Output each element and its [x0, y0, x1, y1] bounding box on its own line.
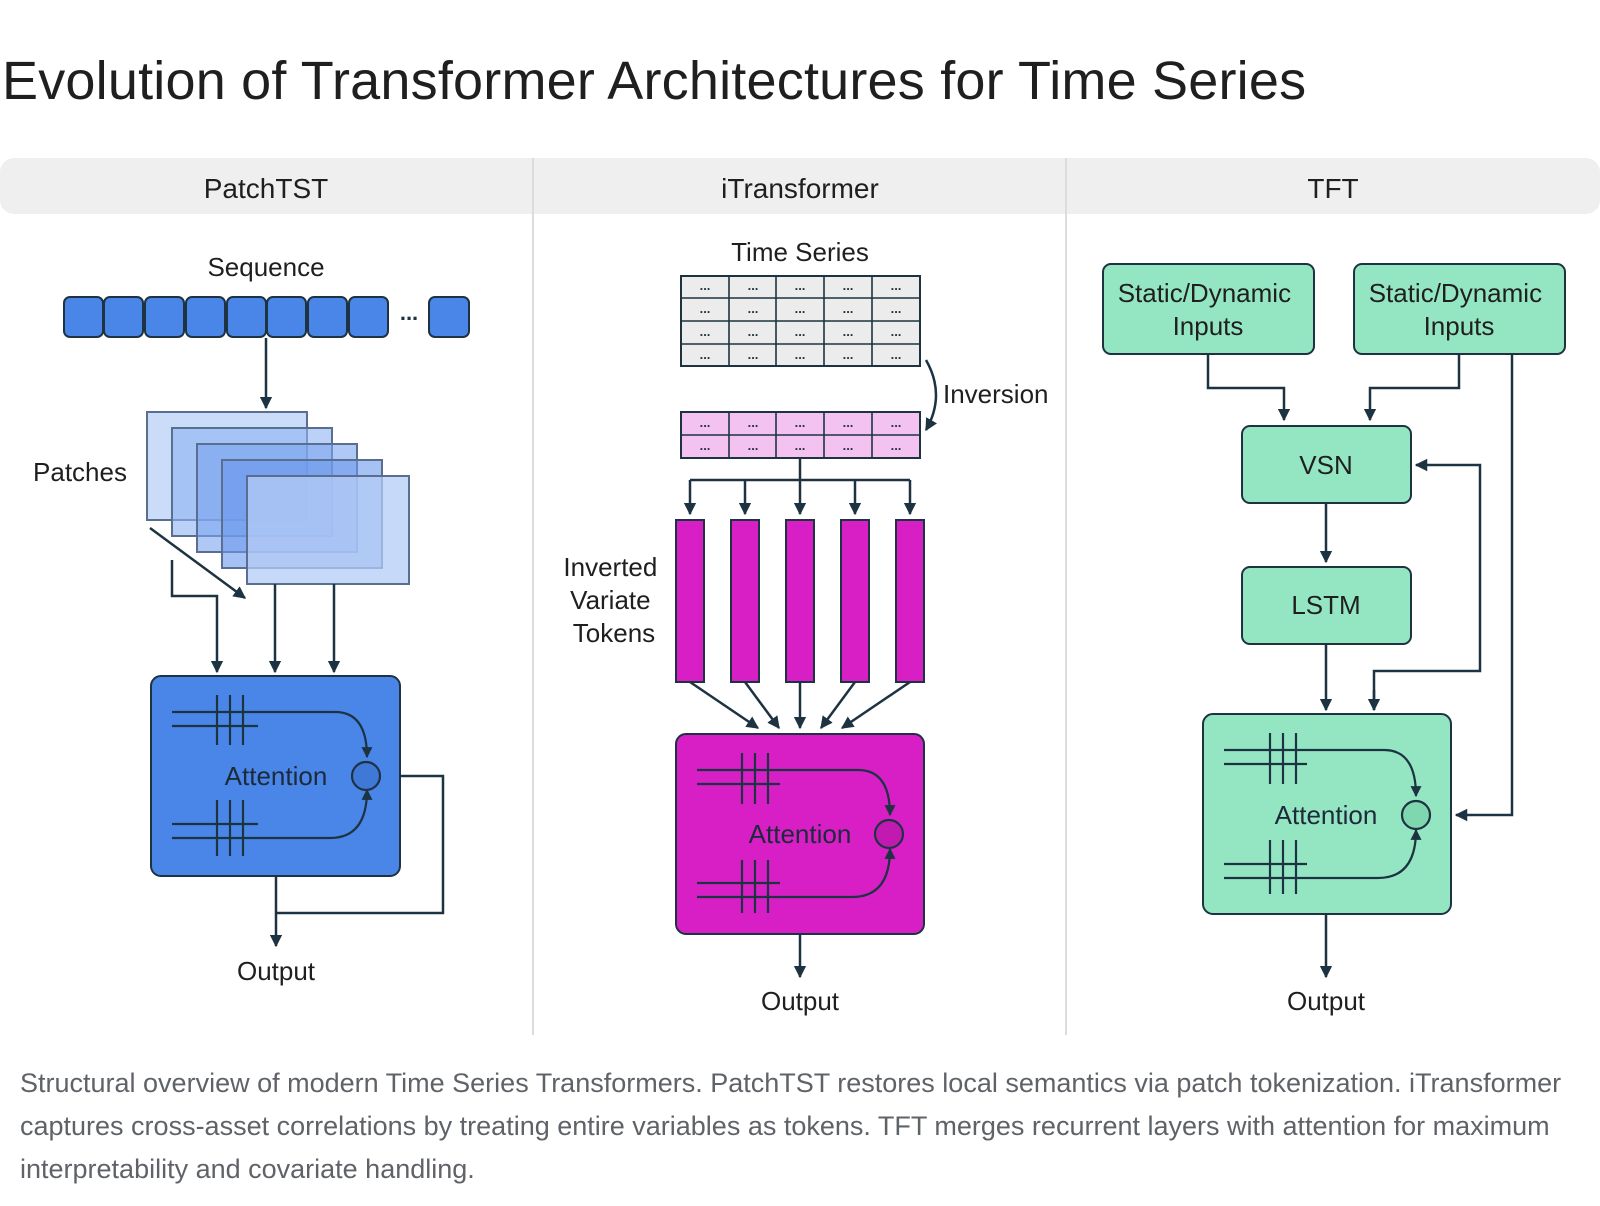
sequence-block	[144, 296, 185, 338]
header-band	[0, 158, 1600, 214]
tft-column: Static/Dynamic Inputs Static/Dynamic Inp…	[1102, 263, 1566, 1016]
inverted-cell: ...	[843, 415, 854, 430]
sequence-ellipsis: ...	[400, 300, 418, 325]
attention-glyph	[697, 753, 896, 913]
patch-diagonal-arrow	[149, 526, 247, 600]
grid-cell: ...	[700, 347, 711, 362]
grid-cell: ...	[700, 324, 711, 339]
inverted-cell: ...	[700, 438, 711, 453]
inversion-label: Inversion	[943, 379, 1049, 409]
sequence-label: Sequence	[207, 252, 324, 282]
sequence-block	[103, 296, 144, 338]
time-series-grid: ... ... ... ... ... ... ... ... ... ... …	[680, 275, 921, 367]
sequence-block	[226, 296, 267, 338]
grid-cell: ...	[700, 278, 711, 293]
patches-label: Patches	[33, 457, 127, 487]
attention-node	[1400, 799, 1432, 831]
inversion-arrow	[924, 359, 938, 432]
grid-cell: ...	[748, 347, 759, 362]
grid-cell: ...	[748, 324, 759, 339]
patchtst-attention-label: Attention	[225, 761, 328, 791]
attention-node	[873, 818, 905, 850]
grid-cell: ...	[843, 324, 854, 339]
figure-caption: Structural overview of modern Time Serie…	[20, 1068, 1562, 1184]
patch	[246, 475, 410, 585]
grid-cell: ...	[891, 347, 902, 362]
residual-loop	[276, 774, 445, 915]
variate-token	[730, 519, 760, 683]
variate-token	[785, 519, 815, 683]
grid-cell: ...	[891, 324, 902, 339]
grid-cell: ...	[891, 301, 902, 316]
inverted-cell: ...	[891, 438, 902, 453]
page-title: Evolution of Transformer Architectures f…	[2, 51, 1307, 111]
grid-cell: ...	[795, 278, 806, 293]
distribution-arrows	[683, 458, 917, 516]
variate-token	[895, 519, 925, 683]
inverted-grid: ... ... ... ... ... ... ... ... ... ...	[680, 411, 921, 459]
inverted-cell: ...	[795, 415, 806, 430]
sequence-block	[266, 296, 307, 338]
grid-cell: ...	[700, 301, 711, 316]
patchtst-output-label: Output	[237, 956, 316, 986]
attention-node	[350, 760, 382, 792]
tft-attention-label: Attention	[1275, 800, 1378, 830]
grid-cell: ...	[748, 278, 759, 293]
arrow-patch-to-attention-1	[170, 560, 224, 674]
patch-stack	[146, 411, 410, 585]
inputs-left-label: Static/Dynamic Inputs	[1118, 278, 1299, 341]
input-arrows	[1206, 354, 1461, 422]
time-series-label: Time Series	[731, 237, 869, 267]
variate-tokens	[675, 519, 925, 683]
grid-cell: ...	[843, 301, 854, 316]
variate-token	[840, 519, 870, 683]
grid-cell: ...	[748, 301, 759, 316]
sequence-block	[185, 296, 226, 338]
inverted-cell: ...	[700, 415, 711, 430]
inverted-variate-tokens-label: Inverted Variate Tokens	[563, 552, 664, 648]
grid-cell: ...	[795, 324, 806, 339]
itransformer-column: Time Series ... ... ... ... ... ... ... …	[563, 237, 1048, 1016]
inverted-cell: ...	[843, 438, 854, 453]
token-to-attention-arrows	[689, 680, 911, 730]
inputs-right-label: Static/Dynamic Inputs	[1369, 278, 1550, 341]
grid-cell: ...	[891, 278, 902, 293]
itransformer-output-label: Output	[761, 986, 840, 1016]
sequence-block	[428, 296, 470, 338]
attention-glyph	[1224, 733, 1422, 894]
header-tft: TFT	[1307, 173, 1358, 204]
sequence-block	[307, 296, 348, 338]
itransformer-attention-label: Attention	[749, 819, 852, 849]
grid-cell: ...	[795, 301, 806, 316]
grid-cell: ...	[795, 347, 806, 362]
inverted-cell: ...	[748, 415, 759, 430]
lstm-label: LSTM	[1291, 590, 1360, 620]
inverted-cell: ...	[748, 438, 759, 453]
tft-output-label: Output	[1287, 986, 1366, 1016]
vsn-label: VSN	[1299, 450, 1352, 480]
sequence-block	[63, 296, 104, 338]
patchtst-column: Sequence ... Patches	[33, 252, 470, 986]
header-patchtst: PatchTST	[204, 173, 328, 204]
architecture-diagram: PatchTST iTransformer TFT Sequence ... P…	[0, 158, 1600, 1035]
grid-cell: ...	[843, 347, 854, 362]
grid-cell: ...	[843, 278, 854, 293]
variate-token	[675, 519, 705, 683]
tft-feedback-arrows	[1319, 354, 1514, 822]
header-itransformer: iTransformer	[721, 173, 879, 204]
inverted-cell: ...	[891, 415, 902, 430]
sequence-block	[348, 296, 389, 338]
attention-glyph	[172, 695, 373, 856]
sequence-blocks	[63, 296, 470, 338]
inverted-cell: ...	[795, 438, 806, 453]
